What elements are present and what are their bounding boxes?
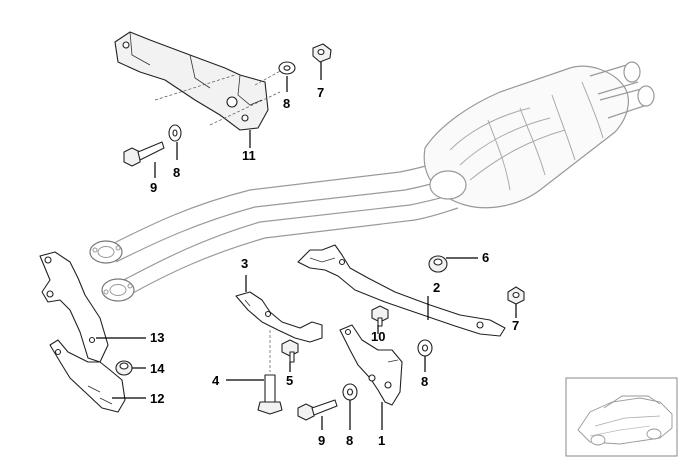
callout-6: 6 [482, 250, 489, 265]
callout-9-bottom: 9 [318, 433, 325, 448]
part-9-bolt [297, 399, 338, 421]
part-5-bolt [281, 339, 299, 363]
callout-11: 11 [242, 148, 256, 163]
pipe-flange-upper [89, 240, 123, 264]
dash-line [254, 69, 283, 86]
part-14-rubber-mount [115, 360, 133, 376]
part-8-washer [278, 61, 296, 75]
callout-8-top: 8 [283, 96, 290, 111]
exhaust-pipe-system [89, 161, 459, 302]
part-9-bolt [123, 141, 165, 167]
callout-labels: 8 7 11 9 8 3 6 2 7 10 13 14 12 4 5 8 9 8… [150, 85, 519, 448]
vehicle-thumbnail [565, 377, 678, 457]
callout-12: 12 [150, 391, 164, 406]
callout-7-top: 7 [317, 85, 324, 100]
rear-muffler [423, 61, 655, 209]
part-10-bolt [371, 305, 389, 327]
part-3-hanger [235, 291, 323, 343]
part-12-hanger [49, 339, 126, 413]
part-8-washer [342, 383, 358, 401]
part-4-bolt [257, 374, 283, 415]
part-8-washer [417, 339, 433, 357]
callout-2: 2 [433, 280, 440, 295]
callout-1: 1 [378, 433, 385, 448]
dash-line [209, 91, 281, 126]
callout-13: 13 [150, 330, 164, 345]
part-13-hanger [39, 251, 109, 363]
callout-3: 3 [241, 256, 248, 271]
pipe-flange-lower [101, 278, 135, 302]
callout-8-mid: 8 [421, 374, 428, 389]
dash-line [154, 74, 236, 101]
part-2-hanger [297, 244, 506, 337]
callout-7-right: 7 [512, 318, 519, 333]
part-7-nut [312, 43, 332, 63]
callout-8-bottom: 8 [346, 433, 353, 448]
part-6-rubber-mount [428, 255, 448, 273]
part-11-bracket [114, 31, 269, 131]
callout-8-left: 8 [173, 165, 180, 180]
callout-14: 14 [150, 361, 165, 376]
callout-9-top: 9 [150, 180, 157, 195]
callout-5: 5 [286, 373, 293, 388]
leader-lines [96, 62, 517, 430]
part-7-nut [507, 286, 525, 305]
callout-4: 4 [212, 373, 220, 388]
callout-10: 10 [371, 329, 385, 344]
part-1-bracket [339, 324, 403, 406]
part-8-washer [168, 124, 182, 142]
